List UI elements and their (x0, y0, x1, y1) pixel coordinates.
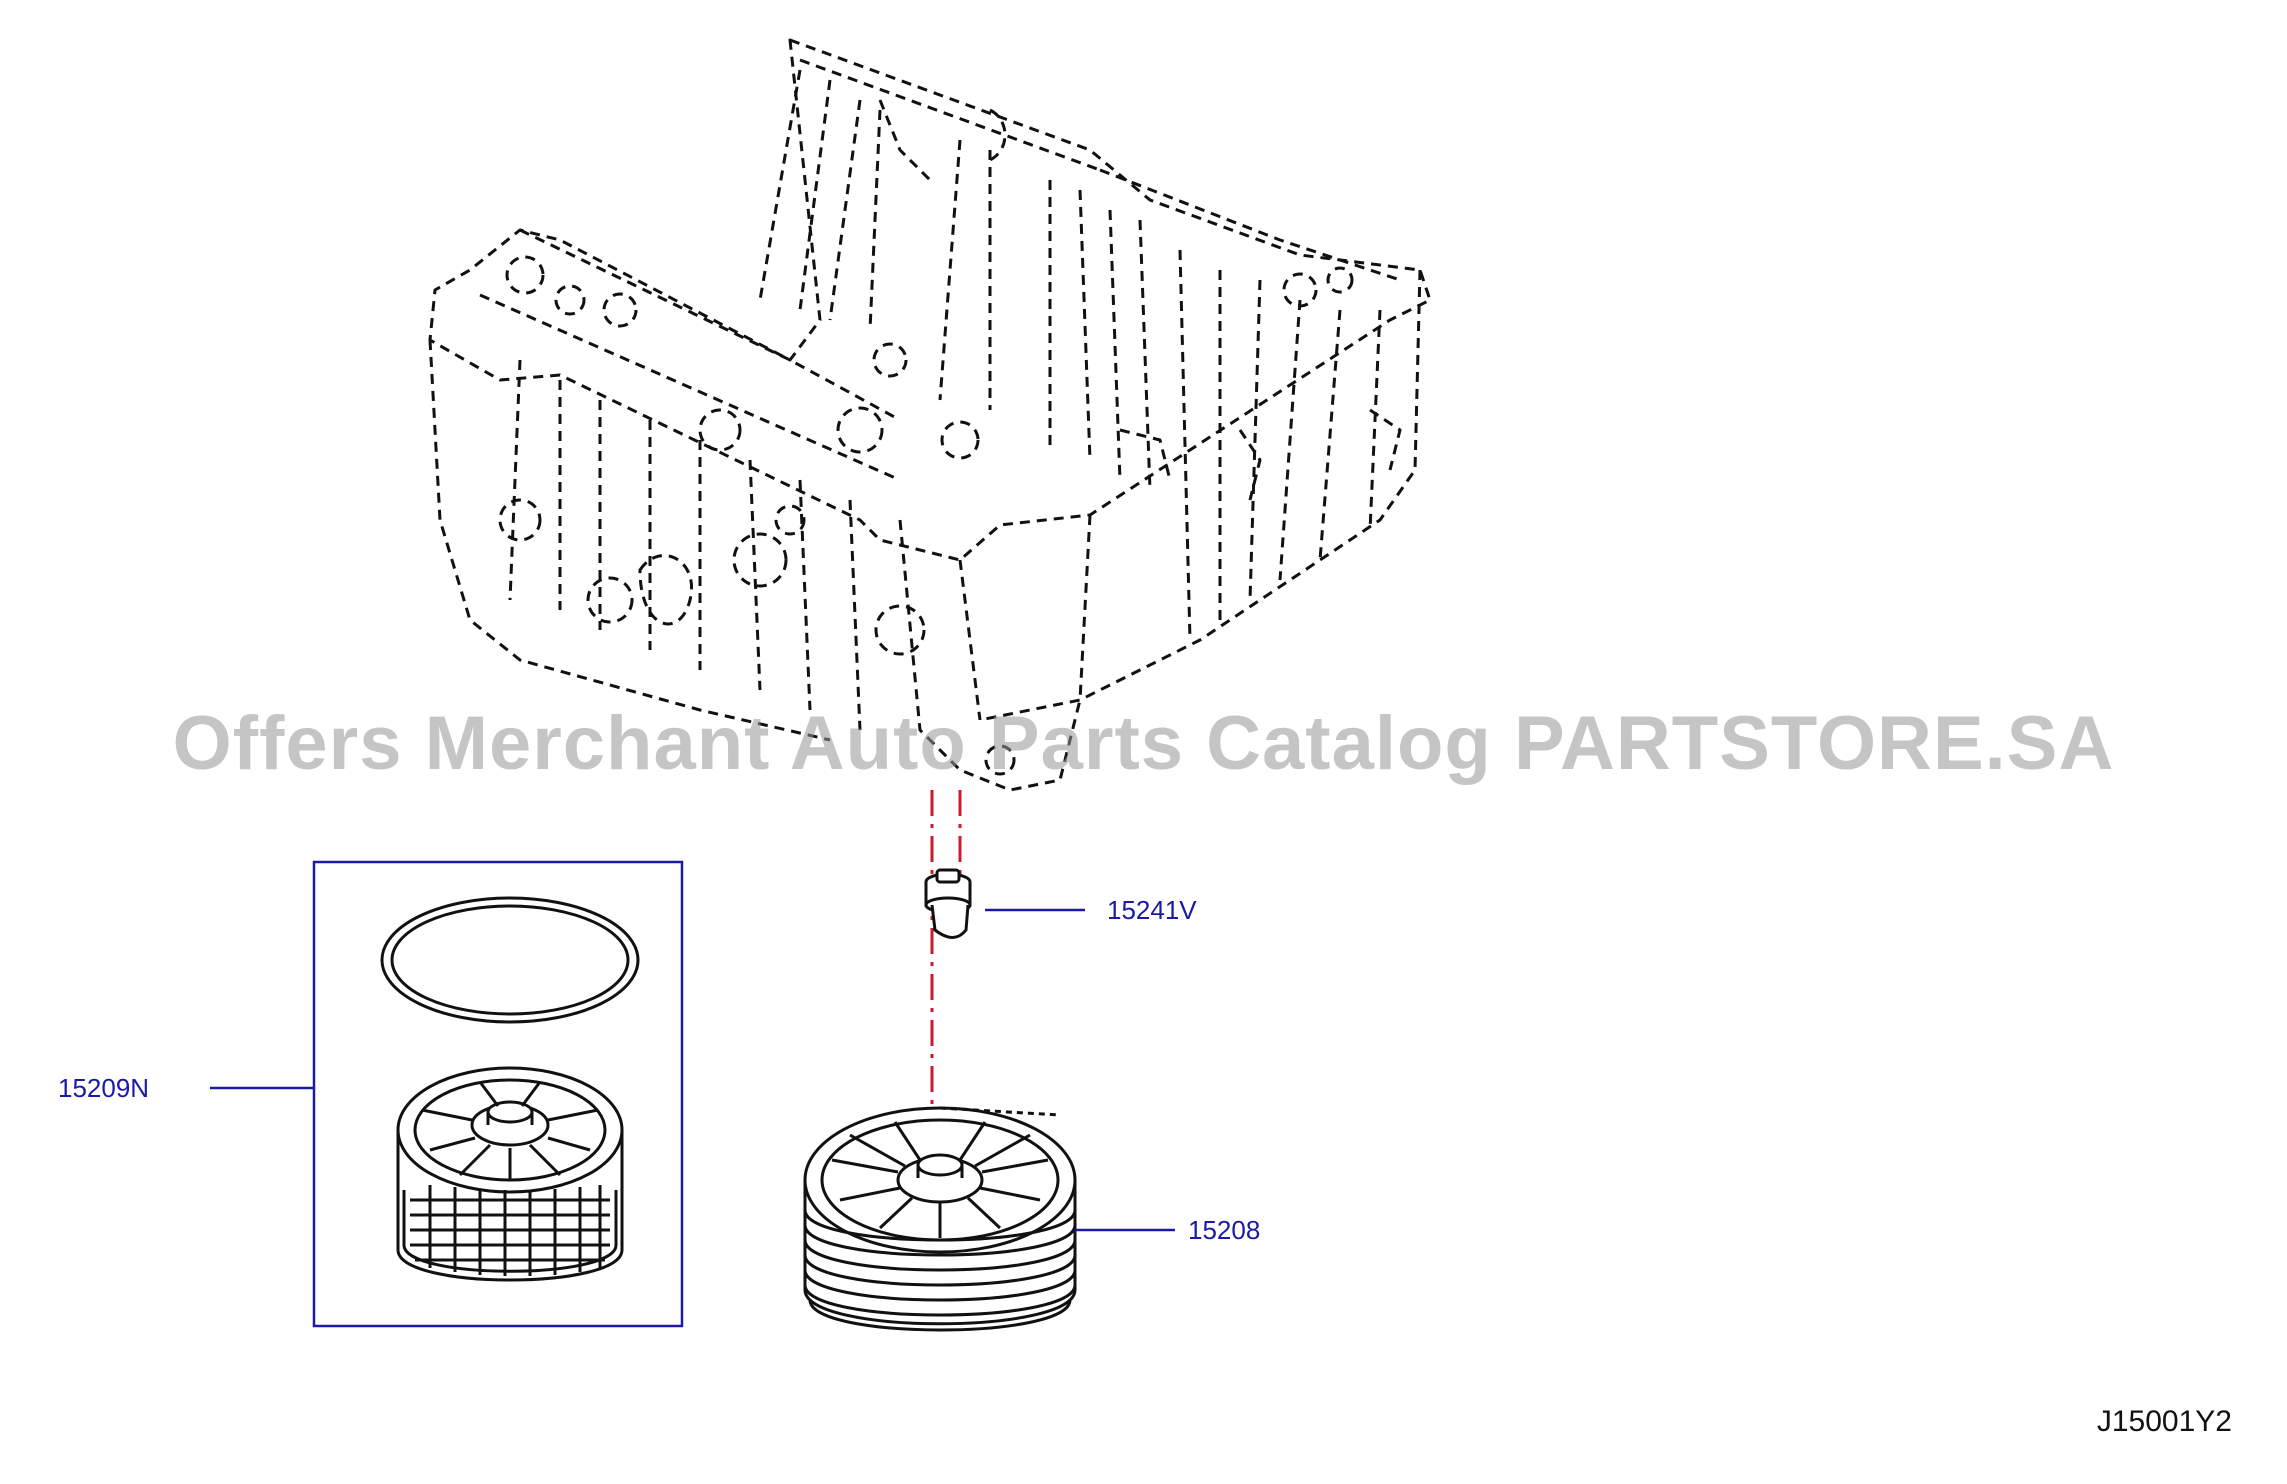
o-ring (380, 896, 640, 1024)
engine-block (428, 38, 1432, 792)
installation-centerline (930, 790, 962, 1150)
diagram-id: J15001Y2 (2096, 1405, 2232, 1438)
callout-filter-kit[interactable]: 15209N (58, 1073, 150, 1103)
relief-valve-part[interactable] (924, 868, 972, 939)
filter-kit-frame (312, 860, 684, 1328)
oil-filter[interactable] (803, 1106, 1077, 1332)
callout-oil-filter[interactable]: 15208 (1188, 1215, 1261, 1245)
filter-element[interactable] (396, 1066, 624, 1282)
watermark: Offers Merchant Auto Parts Catalog PARTS… (172, 701, 2115, 786)
callout-relief-valve[interactable]: 15241V (1107, 895, 1197, 925)
